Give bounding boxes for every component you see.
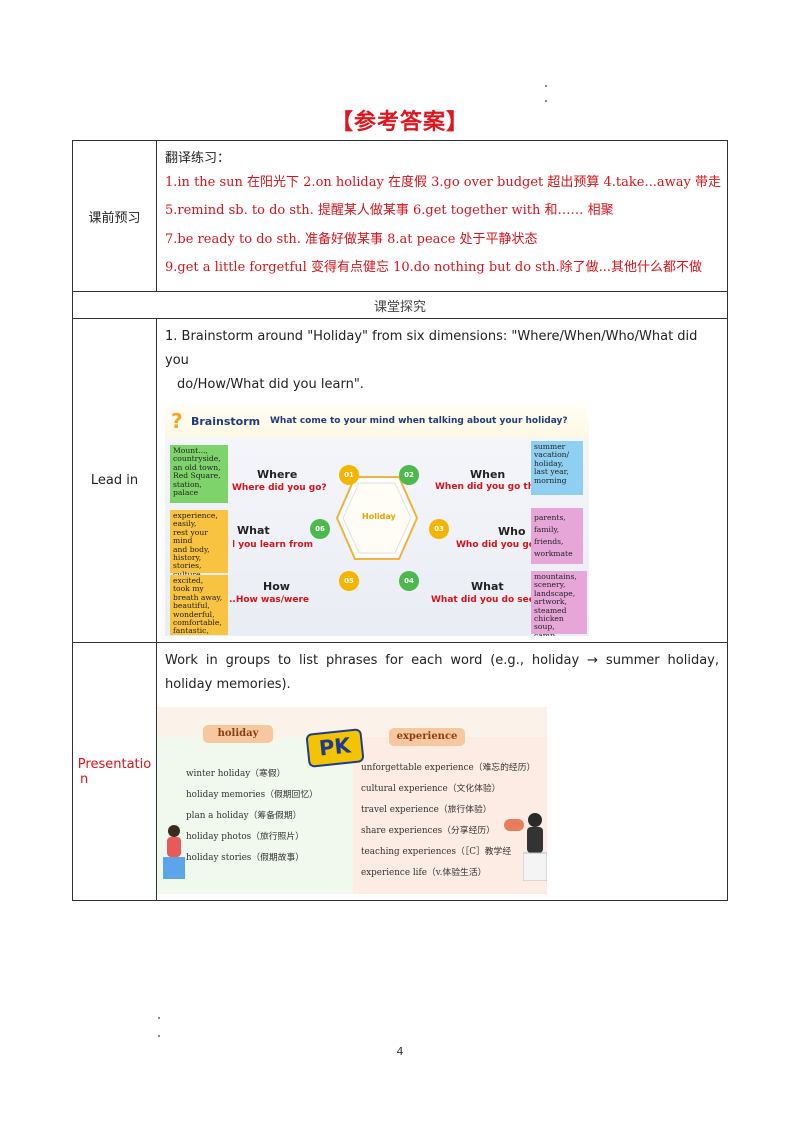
translation-heading: 翻译练习：	[165, 150, 231, 166]
experience-phrase: share experiences（分享经历）	[361, 826, 495, 836]
decorative-dot	[545, 100, 547, 102]
speaker-figure-icon	[523, 813, 547, 881]
answer-line: 9.get a little forgetful 变得有点健忘 10.do no…	[165, 260, 702, 275]
where-word: Where	[257, 468, 298, 481]
what-do-word: What	[471, 580, 504, 593]
presentation-label: Presentatio n	[72, 642, 157, 901]
lead-in-instruction-line-1: 1. Brainstorm around "Holiday" from six …	[165, 329, 698, 368]
who-subtext: Who did you go with?	[456, 540, 531, 550]
how-subtext: How was/were...?	[229, 595, 309, 605]
answer-line: 5.remind sb. to do sth. 提醒某人做某事 6.get to…	[165, 203, 614, 218]
brainstorm-image: ? Brainstorm What come to your mind when…	[165, 405, 589, 636]
how-word: How	[263, 580, 290, 593]
holiday-phrase: holiday memories（假期回忆）	[186, 790, 318, 800]
brainstorm-title: Brainstorm	[191, 415, 261, 428]
experience-phrase: teaching experiences（［C］教学经	[361, 847, 511, 857]
what-do-subtext: What did you do see/eat?	[431, 595, 531, 605]
lesson-table: 课前预习 翻译练习： 1.in the sun 在阳光下 2.on holida…	[72, 140, 728, 901]
pre-class-content: 翻译练习： 1.in the sun 在阳光下 2.on holiday 在度假…	[156, 140, 728, 292]
brainstorm-header	[165, 405, 589, 437]
decorative-dot	[158, 1035, 160, 1037]
holiday-phrase: holiday photos（旅行照片）	[186, 832, 304, 842]
decorative-dot	[545, 85, 547, 87]
experience-phrase: cultural experience（文化体验）	[361, 784, 501, 794]
pre-class-label: 课前预习	[72, 140, 157, 292]
who-word: Who	[498, 525, 526, 538]
lead-in-label: Lead in	[72, 318, 157, 643]
sticky-note-who: parents,family,friends,workmate	[531, 508, 583, 564]
circle-06: 06	[310, 519, 330, 539]
pk-logo: PK	[305, 728, 365, 768]
when-word: When	[470, 468, 506, 481]
section-header-row: 课堂探究	[72, 291, 728, 319]
pre-class-row: 课前预习 翻译练习： 1.in the sun 在阳光下 2.on holida…	[72, 140, 728, 292]
teacher-figure-icon	[163, 825, 185, 879]
section-header: 课堂探究	[72, 291, 728, 319]
pk-image: holiday experience PK winter holiday（寒假）…	[157, 707, 547, 894]
circle-02: 02	[399, 465, 419, 485]
presentation-row: Presentatio n Work in groups to list phr…	[72, 642, 728, 901]
experience-phrase: unforgettable experience（难忘的经历）	[361, 763, 536, 773]
page-title: 【参考答案】	[330, 110, 469, 135]
sticky-note-what: mountains,scenery,landscape,artwork,stea…	[531, 571, 587, 636]
holiday-tag: holiday	[203, 725, 273, 743]
holiday-phrase: plan a holiday（筹备假期）	[186, 811, 302, 821]
circle-04: 04	[399, 571, 419, 591]
hexagon-center-label: Holiday	[362, 512, 396, 521]
what-learn-word: What	[237, 524, 270, 537]
presentation-instruction: Work in groups to list phrases for each …	[165, 653, 719, 692]
question-mark-icon: ?	[171, 409, 183, 433]
lead-in-content: 1. Brainstorm around "Holiday" from six …	[156, 318, 728, 643]
sticky-note-where: Mount...,countryside,an old town,Red Squ…	[170, 445, 228, 503]
circle-05: 05	[339, 571, 359, 591]
speech-bubble-icon	[504, 819, 524, 831]
experience-phrase: experience life（v.体验生活）	[361, 868, 487, 878]
answer-line: 7.be ready to do sth. 准备好做某事 8.at peace …	[165, 231, 538, 247]
decorative-dot	[158, 1017, 160, 1019]
holiday-phrase: holiday stories（假期故事）	[186, 853, 305, 863]
answer-line: 1.in the sun 在阳光下 2.on holiday 在度假 3.go …	[165, 174, 721, 190]
where-subtext: Where did you go?	[232, 483, 327, 493]
lead-in-row: Lead in 1. Brainstorm around "Holiday" f…	[72, 318, 728, 643]
lead-in-instruction-line-2: do/How/What did you learn".	[177, 377, 364, 392]
page-number: 4	[396, 1045, 404, 1058]
experience-tag: experience	[389, 728, 465, 746]
brainstorm-question: What come to your mind when talking abou…	[270, 416, 568, 426]
when-subtext: When did you go there?	[435, 482, 531, 492]
experience-panel	[353, 737, 547, 894]
what-learn-subtext: did you learn from...?	[233, 540, 313, 550]
experience-phrase: travel experience（旅行体验）	[361, 805, 492, 815]
holiday-phrase: winter holiday（寒假）	[186, 769, 286, 779]
circle-01: 01	[339, 465, 359, 485]
presentation-content: Work in groups to list phrases for each …	[156, 642, 728, 901]
circle-03: 03	[429, 519, 449, 539]
holiday-hexagon	[335, 476, 419, 560]
